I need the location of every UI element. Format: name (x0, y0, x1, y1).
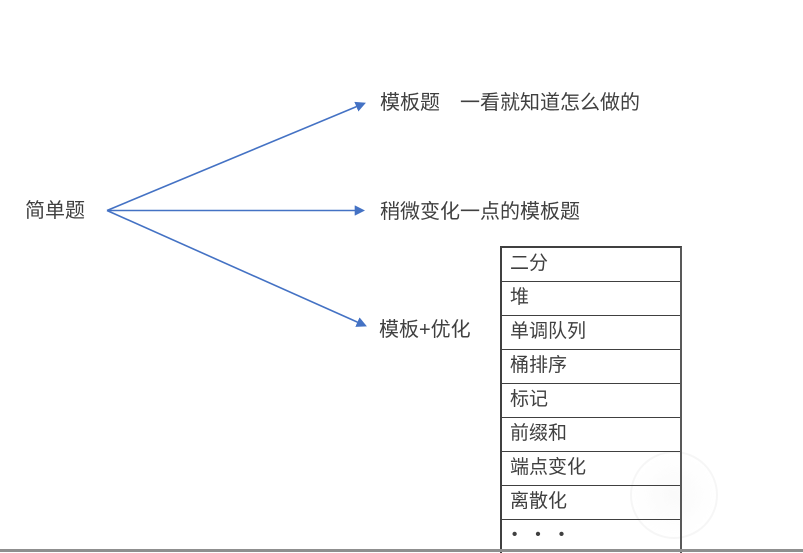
branch-label-variant: 稍微变化一点的模板题 (380, 201, 580, 223)
table-row-prefix-sum: 前缀和 (502, 418, 680, 452)
root-node-label: 简单题 (25, 200, 85, 222)
table-row-discretization: 离散化 (502, 486, 680, 520)
arrow-to-template-branch (106, 101, 366, 212)
table-row-ellipsis: • • • (512, 526, 572, 543)
table-row-marking: 标记 (502, 384, 680, 418)
table-row-heap: 堆 (502, 282, 680, 316)
optimization-methods-table: 二分 堆 单调队列 桶排序 标记 前缀和 端点变化 离散化 • • • (500, 246, 682, 553)
table-row-endpoint-change: 端点变化 (502, 452, 680, 486)
branch-label-template: 模板题 一看就知道怎么做的 (380, 92, 640, 114)
table-row-binary-search: 二分 (502, 248, 680, 282)
window-bottom-edge (0, 549, 803, 552)
table-row-monotonic-queue: 单调队列 (502, 316, 680, 350)
table-row-bucket-sort: 桶排序 (502, 350, 680, 384)
arrow-to-optimized-branch (106, 209, 367, 327)
branch-label-optimized: 模板+优化 (379, 319, 471, 341)
